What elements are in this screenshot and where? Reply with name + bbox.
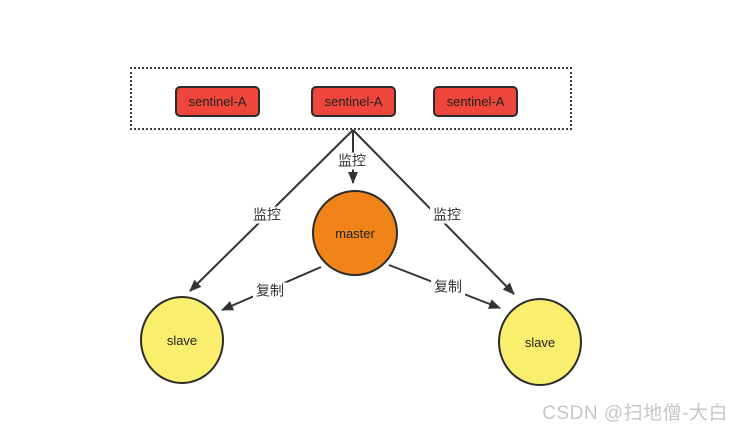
edge-label-monitor-right: 监控 bbox=[430, 206, 464, 224]
slave-node-left-label: slave bbox=[166, 332, 198, 348]
sentinel-node-2-label: sentinel-A bbox=[324, 94, 383, 109]
edge-label-replicate-right: 复制 bbox=[431, 278, 465, 296]
csdn-watermark: CSDN @扫地僧-大白 bbox=[542, 403, 728, 424]
sentinel-node-3-label: sentinel-A bbox=[446, 94, 505, 109]
sentinel-node-1-label: sentinel-A bbox=[188, 94, 247, 109]
slave-node-left: slave bbox=[140, 296, 224, 384]
edge-label-monitor-center: 监控 bbox=[335, 152, 369, 170]
sentinel-node-3: sentinel-A bbox=[433, 86, 518, 117]
master-node: master bbox=[312, 190, 398, 276]
sentinel-group-box bbox=[130, 67, 572, 130]
sentinel-node-1: sentinel-A bbox=[175, 86, 260, 117]
sentinel-node-2: sentinel-A bbox=[311, 86, 396, 117]
edge-label-replicate-left: 复制 bbox=[253, 282, 287, 300]
edge-label-monitor-left: 监控 bbox=[250, 206, 284, 224]
master-node-label: master bbox=[335, 225, 375, 241]
slave-node-right-label: slave bbox=[524, 334, 556, 350]
slave-node-right: slave bbox=[498, 298, 582, 386]
